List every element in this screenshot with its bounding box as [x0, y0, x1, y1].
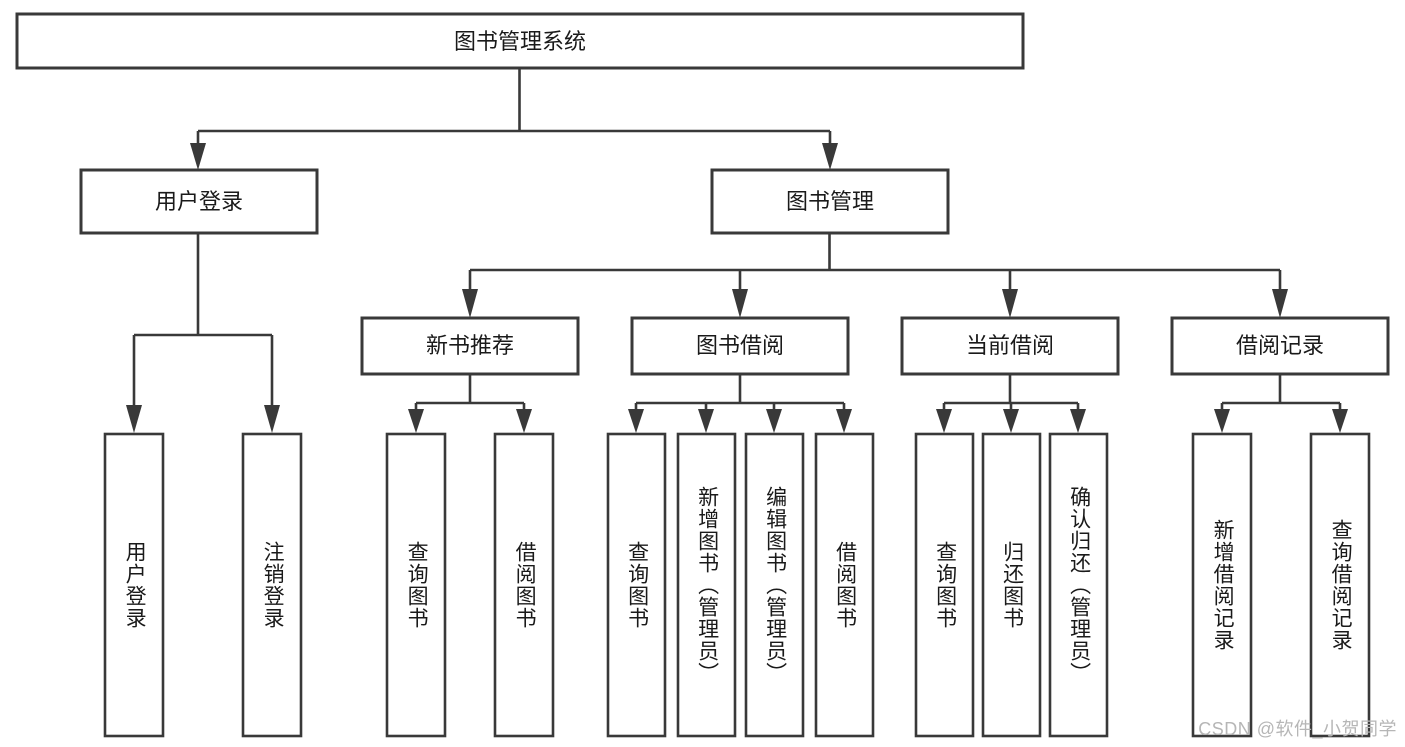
- node-root-box[interactable]: [15, 12, 1025, 70]
- node-new-book-label: 新书推荐: [426, 333, 514, 358]
- node-root-label: 图书管理系统: [454, 29, 586, 54]
- node-leaf-borrow-book-2-box[interactable]: [814, 432, 875, 738]
- node-leaf-query-book-1-box[interactable]: [385, 432, 447, 738]
- arrowhead-newbook-leaf1: [408, 409, 424, 433]
- node-book-management-box[interactable]: [710, 168, 950, 235]
- node-leaf-add-record-box[interactable]: [1191, 432, 1253, 738]
- node-leaf-confirm-return-box[interactable]: [1048, 432, 1109, 738]
- node-leaf-query-book-3-box[interactable]: [914, 432, 975, 738]
- arrowhead-user-leaf1: [126, 405, 142, 433]
- arrowhead-book-to-n4: [1272, 289, 1288, 318]
- connector-group-book-management: [462, 233, 1288, 318]
- node-user-login-label: 用户登录: [155, 189, 243, 214]
- node-new-book-box[interactable]: [360, 316, 580, 376]
- arrowhead-book-to-n2: [732, 289, 748, 318]
- node-leaf-return-book-box[interactable]: [981, 432, 1042, 738]
- connector-group-borrow-records: [1214, 374, 1348, 433]
- node-book-borrow-box[interactable]: [630, 316, 850, 376]
- arrowhead-records-leaf2: [1332, 409, 1348, 433]
- arrowhead-records-leaf1: [1214, 409, 1230, 433]
- node-borrow-records-box[interactable]: [1170, 316, 1390, 376]
- arrowhead-borrow-leaf1: [628, 409, 644, 433]
- connector-group-user-login: [126, 233, 280, 433]
- arrowhead-current-leaf1: [936, 409, 952, 433]
- node-borrow-records-label: 借阅记录: [1236, 333, 1324, 358]
- node-book-management-label: 图书管理: [786, 189, 874, 214]
- node-leaf-logout-box[interactable]: [241, 432, 303, 738]
- node-leaf-edit-book-box[interactable]: [744, 432, 805, 738]
- arrowhead-borrow-leaf2: [698, 409, 714, 433]
- arrowhead-current-leaf3: [1070, 409, 1086, 433]
- arrowhead-current-leaf2: [1003, 409, 1019, 433]
- arrowhead-user-leaf2: [264, 405, 280, 433]
- arrowhead-book-to-n3: [1002, 289, 1018, 318]
- arrowhead-borrow-leaf4: [836, 409, 852, 433]
- watermark-text: CSDN @软件_小贺同学: [1198, 719, 1397, 739]
- arrowhead-newbook-leaf2: [516, 409, 532, 433]
- node-leaf-query-book-2-box[interactable]: [606, 432, 667, 738]
- node-leaf-add-book-box[interactable]: [676, 432, 737, 738]
- node-user-login-box[interactable]: [79, 168, 319, 235]
- node-book-borrow-label: 图书借阅: [696, 333, 784, 358]
- arrowhead-borrow-leaf3: [766, 409, 782, 433]
- arrowhead-root-to-book: [822, 143, 838, 170]
- connector-group-current-borrow: [936, 374, 1086, 433]
- arrowhead-root-to-user: [190, 143, 206, 170]
- arrowhead-book-to-n1: [462, 289, 478, 318]
- node-current-borrow-label: 当前借阅: [966, 333, 1054, 358]
- connector-group-new-book: [408, 374, 532, 433]
- node-leaf-user-login-box[interactable]: [103, 432, 165, 738]
- node-leaf-borrow-book-1-box[interactable]: [493, 432, 555, 738]
- node-current-borrow-box[interactable]: [900, 316, 1120, 376]
- connector-group-book-borrow: [628, 374, 852, 433]
- connector-group-root: [190, 68, 838, 170]
- node-leaf-query-record-box[interactable]: [1309, 432, 1371, 738]
